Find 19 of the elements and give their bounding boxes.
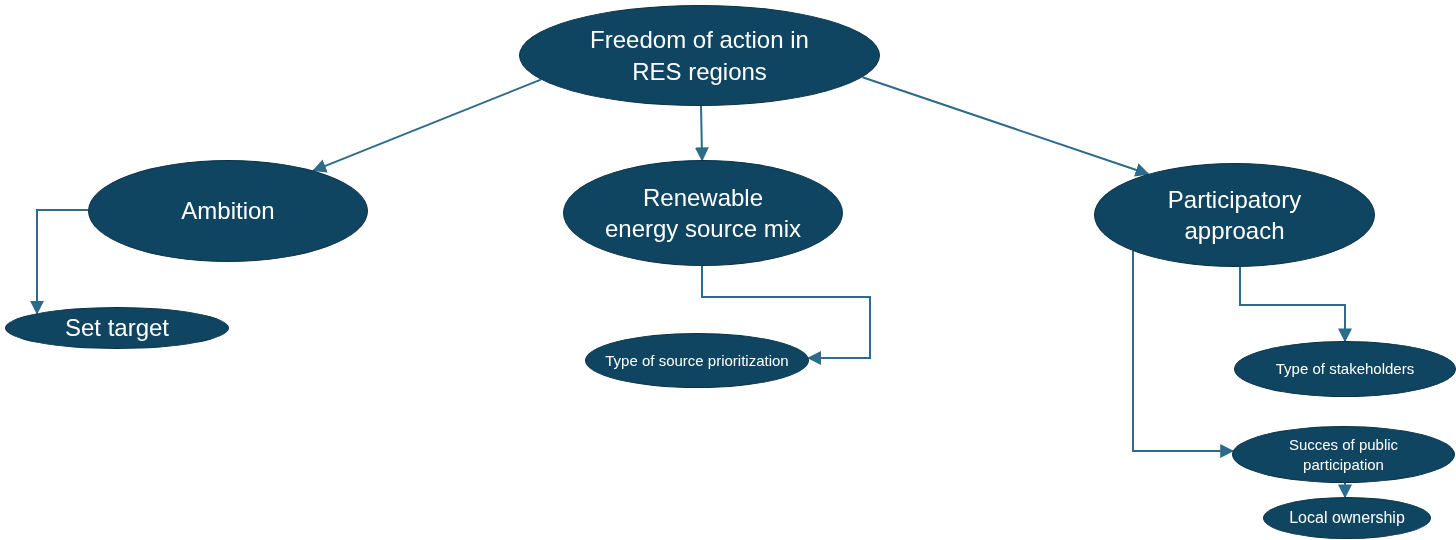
arrow: [312, 78, 542, 173]
node-label: Type of stakeholders: [1275, 359, 1415, 379]
node-label: Participatory approach: [1166, 184, 1303, 246]
arrow: [1338, 482, 1352, 499]
node-label: Local ownership: [1289, 507, 1405, 528]
arrow: [701, 265, 871, 365]
node-label: Type of source prioritization: [605, 350, 789, 371]
arrow: [30, 209, 89, 315]
arrow: [861, 76, 1150, 177]
node-label: Set target: [64, 313, 170, 344]
node-label: Freedom of action in RES regions: [589, 25, 810, 87]
node-label: Renewable energy source mix: [603, 182, 803, 244]
arrow: [1132, 250, 1235, 458]
arrow: [694, 105, 709, 162]
ellipse-node: [1234, 341, 1456, 397]
node-label: Succes of public participation: [1287, 435, 1400, 474]
ellipse-node: [1232, 426, 1455, 483]
arrow: [1239, 266, 1352, 343]
node-label: Ambition: [181, 196, 275, 227]
